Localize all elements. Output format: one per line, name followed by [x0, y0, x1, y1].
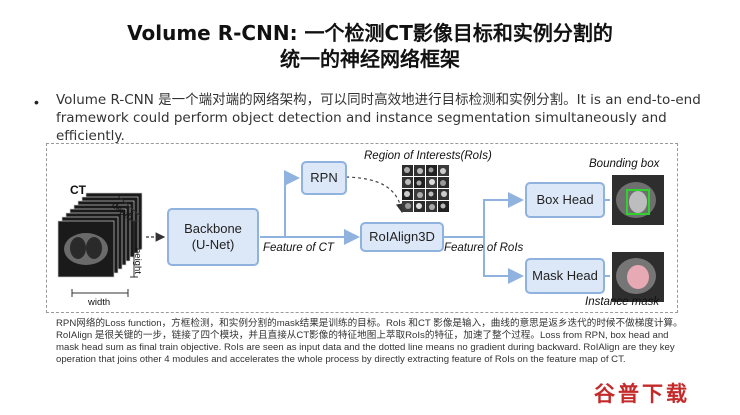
rpn-box: RPN	[301, 161, 347, 195]
backbone-label: Backbone	[184, 221, 242, 236]
roialign3d-box: RoIAlign3D	[360, 222, 444, 252]
feature-of-ct-label: Feature of CT	[263, 242, 334, 254]
roi-thumbnails	[402, 165, 449, 212]
roialign-to-boxhead-arrow	[444, 192, 524, 238]
instance-mask-output-image	[612, 252, 664, 302]
instance-mask-label: Instance mask	[585, 296, 660, 308]
page-title-line-1: Volume R-CNN: 一个检测CT影像目标和实例分割的	[127, 21, 613, 45]
mask-head-box: Mask Head	[525, 258, 605, 294]
backbone-sublabel: (U-Net)	[191, 237, 235, 252]
figure-caption: RPN网络的Loss function，方框检测，和实例分割的mask结果是训练…	[56, 318, 683, 365]
roi-label: Region of Interests(RoIs)	[364, 150, 492, 162]
rpn-to-rois-dotted-arrow	[345, 176, 406, 214]
diagram-frame	[46, 143, 678, 313]
width-label: width	[88, 297, 111, 308]
backbone-to-rpn-arrow	[260, 170, 300, 238]
ct-volume-stack	[57, 192, 143, 278]
depth-dimension	[117, 195, 141, 217]
bullet-text: Volume R-CNN 是一个端对端的网络架构，可以同时高效地进行目标检测和实…	[56, 92, 701, 144]
page-title-line-2: 统一的神经网络框架	[280, 47, 460, 71]
mask-head-label: Mask Head	[532, 268, 598, 283]
roialign-to-maskhead-arrow	[483, 237, 524, 284]
bounding-box-output-image	[612, 175, 664, 225]
bounding-box-label: Bounding box	[589, 158, 660, 170]
box-head-label: Box Head	[536, 192, 594, 207]
box-head-box: Box Head	[525, 182, 605, 218]
roialign3d-label: RoIAlign3D	[369, 229, 435, 244]
site-watermark: 谷普下载	[594, 382, 690, 406]
bullet-marker: •	[34, 94, 39, 110]
height-label: height	[132, 248, 143, 274]
feature-of-rois-label: Feature of RoIs	[444, 242, 524, 254]
ct-label: CT	[70, 183, 86, 197]
backbone-box: Backbone (U-Net)	[167, 208, 259, 266]
rpn-label: RPN	[310, 170, 338, 185]
